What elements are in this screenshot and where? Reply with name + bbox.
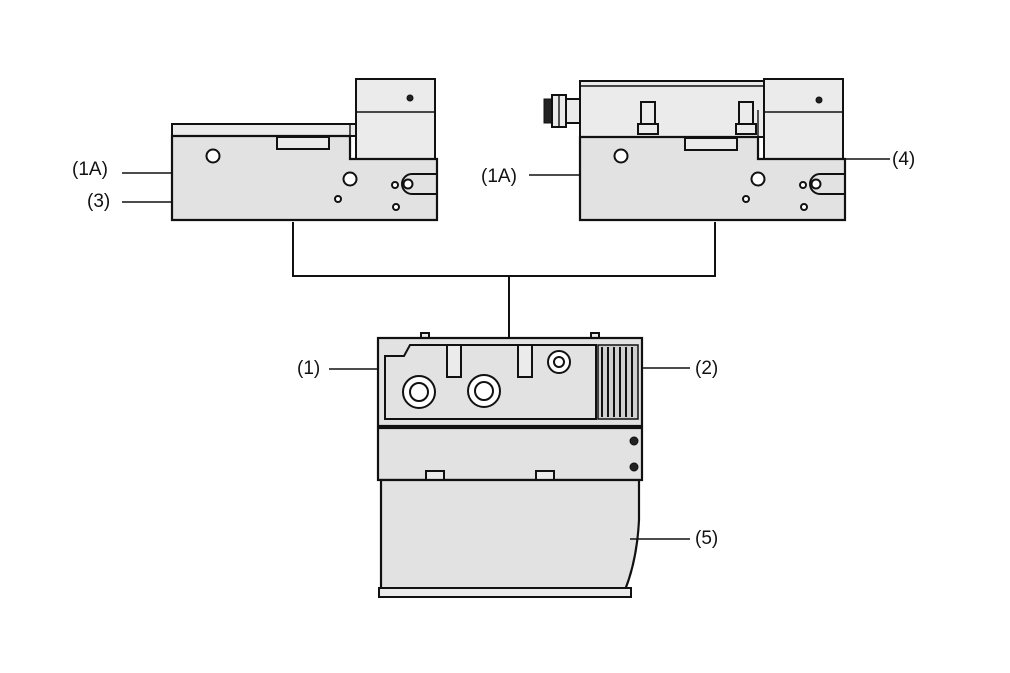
bottom-module-base [378, 587, 632, 598]
heat-sink-fins [597, 344, 639, 420]
bottom-module [376, 332, 644, 598]
connection-lines [292, 222, 716, 338]
label-right-4: (4) [892, 149, 915, 170]
bottom-module-middle-housing [376, 426, 644, 482]
terminal-cover [379, 478, 641, 592]
left-module [170, 78, 439, 222]
label-bottom-5: (5) [695, 528, 718, 549]
left-module-top-plate [171, 123, 357, 137]
label-bottom-2: (2) [695, 358, 718, 379]
callout-labels: (1A) (3) (1A) (4) (1) (2) (5) [72, 149, 915, 549]
left-module-cover [355, 78, 436, 160]
right-module-cover [763, 78, 844, 160]
label-bottom-1: (1) [297, 358, 320, 379]
label-right-1a: (1A) [481, 166, 517, 187]
label-left-3: (3) [87, 191, 110, 212]
cable-gland [543, 94, 581, 128]
right-module [543, 78, 847, 222]
label-left-1a: (1A) [72, 159, 108, 180]
leader-lines [122, 158, 890, 540]
